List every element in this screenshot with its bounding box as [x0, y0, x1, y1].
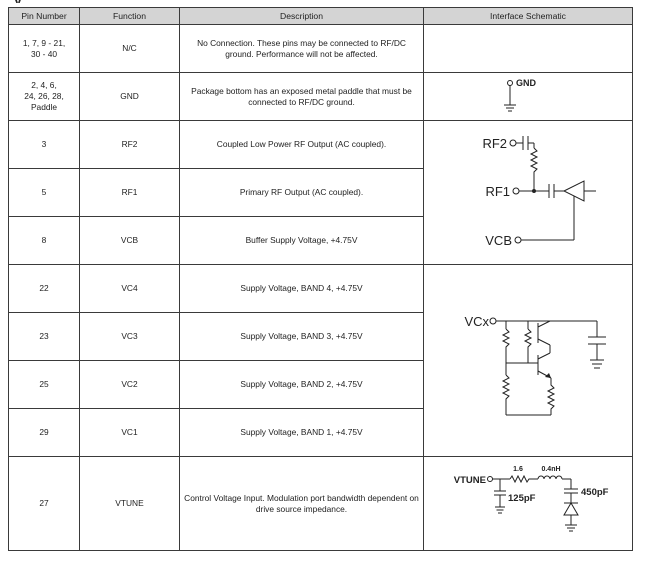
- vcx-schematic: VCx: [464, 314, 606, 416]
- function-cell: RF2: [79, 120, 180, 169]
- vcb-label: VCB: [485, 233, 512, 248]
- description-cell: No Connection. These pins may be connect…: [179, 24, 424, 73]
- gnd-schematic: GND: [504, 78, 537, 112]
- description-cell: Buffer Supply Voltage, +4.75V: [179, 216, 424, 265]
- function-cell: N/C: [79, 24, 180, 73]
- header-fragment: y: [14, 0, 94, 3]
- inductor-value: 0.4nH: [541, 466, 560, 473]
- rf1-label: RF1: [485, 184, 510, 199]
- rf-output-schematic: RF2 RF1 VCB: [482, 136, 596, 248]
- pin-number-cell: 22: [8, 264, 80, 313]
- description-cell: Package bottom has an exposed metal padd…: [179, 72, 424, 121]
- description-cell: Supply Voltage, BAND 1, +4.75V: [179, 408, 424, 457]
- pin-number-cell: 8: [8, 216, 80, 265]
- schematic-cell-empty: [423, 24, 633, 73]
- pin-number-cell: 25: [8, 360, 80, 409]
- function-cell: VC4: [79, 264, 180, 313]
- pin-description-table: Pin Number Function Description Interfac…: [8, 7, 633, 551]
- table-header-row: Pin Number Function Description Interfac…: [8, 7, 633, 25]
- description-cell: Supply Voltage, BAND 3, +4.75V: [179, 312, 424, 361]
- table-row: 23 VC3 Supply Voltage, BAND 3, +4.75V: [8, 312, 633, 361]
- function-cell: GND: [79, 72, 180, 121]
- description-cell: Supply Voltage, BAND 2, +4.75V: [179, 360, 424, 409]
- function-cell: VCB: [79, 216, 180, 265]
- vcx-label: VCx: [464, 314, 489, 329]
- function-cell: RF1: [79, 168, 180, 217]
- table-row: 3 RF2 Coupled Low Power RF Output (AC co…: [8, 120, 633, 265]
- table-row: 2, 4, 6, 24, 26, 28, Paddle GND Package …: [8, 72, 633, 121]
- header-description: Description: [179, 7, 424, 25]
- vtune-schematic: VTUNE 1.6 0.4nH 125pF 450pF: [454, 466, 609, 532]
- capacitor2-value: 450pF: [581, 487, 609, 498]
- table-row: 22 VC4 Supply Voltage, BAND 4, +4.75V: [8, 264, 633, 457]
- table-row: 8 VCB Buffer Supply Voltage, +4.75V: [8, 216, 633, 265]
- pin-number-cell: 5: [8, 168, 80, 217]
- description-cell: Control Voltage Input. Modulation port b…: [179, 456, 424, 551]
- capacitor1-value: 125pF: [508, 493, 536, 504]
- function-cell: VC3: [79, 312, 180, 361]
- resistor-value: 1.6: [513, 466, 523, 473]
- description-cell: Primary RF Output (AC coupled).: [179, 168, 424, 217]
- pin-number-cell: 23: [8, 312, 80, 361]
- header-function: Function: [79, 7, 180, 25]
- table-row: 27 VTUNE Control Voltage Input. Modulati…: [8, 456, 633, 551]
- description-cell: Coupled Low Power RF Output (AC coupled)…: [179, 120, 424, 169]
- pin-number-cell: 27: [8, 456, 80, 551]
- function-cell: VTUNE: [79, 456, 180, 551]
- schematic-cell-vcx: VCx: [423, 264, 633, 457]
- vtune-label: VTUNE: [454, 475, 486, 486]
- schematic-cell-vtune: VTUNE 1.6 0.4nH 125pF 450pF: [423, 456, 633, 551]
- pin-number-cell: 2, 4, 6, 24, 26, 28, Paddle: [8, 72, 80, 121]
- description-cell: Supply Voltage, BAND 4, +4.75V: [179, 264, 424, 313]
- table-row: 1, 7, 9 - 21, 30 - 40 N/C No Connection.…: [8, 24, 633, 73]
- table-row: 29 VC1 Supply Voltage, BAND 1, +4.75V: [8, 408, 633, 457]
- pin-number-cell: 29: [8, 408, 80, 457]
- gnd-label: GND: [516, 78, 537, 88]
- rf2-label: RF2: [482, 136, 507, 151]
- function-cell: VC2: [79, 360, 180, 409]
- schematic-cell-gnd: GND: [423, 72, 633, 121]
- header-pin-number: Pin Number: [8, 7, 80, 25]
- function-cell: VC1: [79, 408, 180, 457]
- pin-number-cell: 3: [8, 120, 80, 169]
- pin-number-cell: 1, 7, 9 - 21, 30 - 40: [8, 24, 80, 73]
- header-interface-schematic: Interface Schematic: [423, 7, 633, 25]
- table-row: 5 RF1 Primary RF Output (AC coupled).: [8, 168, 633, 217]
- schematic-cell-rf-outputs: RF2 RF1 VCB: [423, 120, 633, 265]
